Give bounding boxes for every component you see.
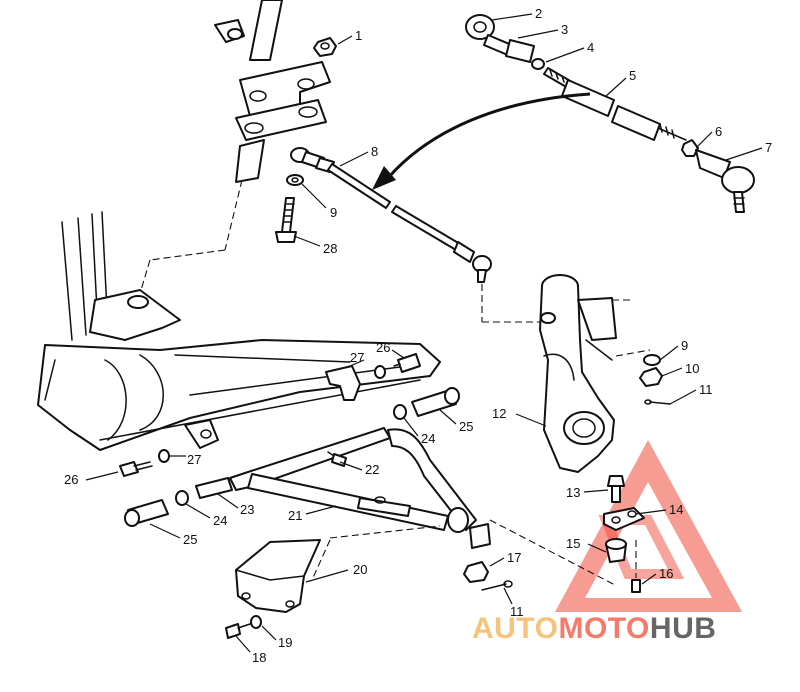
callout-27-lower: 27: [187, 452, 201, 467]
callout-6: 6: [715, 124, 722, 139]
watermark-logo: AUTOMOTOHUB: [472, 612, 716, 646]
part-24-bushing-left: [175, 490, 189, 506]
part-26-bolt-upper: [393, 353, 421, 373]
part-14-plate: [603, 507, 645, 531]
callout-28: 28: [323, 241, 337, 256]
part-25-bushing-left: [124, 499, 169, 527]
callout-leaders: [85, 13, 763, 653]
callout-4: 4: [587, 40, 594, 55]
callout-25-left: 25: [183, 532, 197, 547]
drag-link: [290, 147, 545, 323]
callout-17: 17: [507, 550, 521, 565]
callout-2: 2: [535, 6, 542, 21]
part-9-washer: [286, 174, 304, 186]
spindle: [539, 274, 651, 473]
callout-labels: 1 2 3 4 5 6 7 8 9 28 9 10 11 12 27 26 24…: [64, 6, 772, 665]
callout-21: 21: [288, 508, 302, 523]
callout-8: 8: [371, 144, 378, 159]
part-26-bolt-lower: [119, 461, 153, 477]
callout-27-upper: 27: [350, 350, 364, 365]
a-arm: [229, 427, 616, 586]
watermark-hub: HUB: [649, 612, 717, 645]
steering-post: [137, 0, 331, 301]
callout-26-lower: 26: [64, 472, 78, 487]
callout-14: 14: [669, 502, 683, 517]
callout-25-right: 25: [459, 419, 473, 434]
callout-24-right: 24: [421, 431, 435, 446]
callout-3: 3: [561, 22, 568, 37]
part-27-bracket-upper: [325, 365, 386, 401]
callout-16: 16: [659, 566, 673, 581]
direction-arrow: [372, 92, 591, 190]
part-28-bolt: [275, 197, 297, 243]
callout-9-right: 9: [681, 338, 688, 353]
part-11-pin-lower: [481, 580, 513, 591]
part-1-nut: [313, 37, 337, 57]
part-10-nut: [639, 367, 663, 387]
part-23-pivot-tube: [195, 477, 233, 499]
callout-22: 22: [365, 462, 379, 477]
part-27-washer-lower: [158, 449, 170, 463]
callout-7: 7: [765, 140, 772, 155]
callout-11-right: 11: [699, 382, 713, 397]
part-24-bushing-right: [393, 404, 407, 420]
part-25-bushing-right: [411, 387, 460, 417]
callout-1: 1: [355, 28, 362, 43]
part-18-bolt: [225, 623, 251, 639]
frame: [37, 211, 441, 451]
callout-15: 15: [566, 536, 580, 551]
part-13-bolt: [607, 475, 625, 503]
callout-11-lower: 11: [510, 604, 524, 619]
callout-24-left: 24: [213, 513, 227, 528]
callout-9-upper: 9: [330, 205, 337, 220]
part-19-washer: [250, 615, 262, 629]
callout-12: 12: [492, 406, 506, 421]
callout-20: 20: [353, 562, 367, 577]
callout-13: 13: [566, 485, 580, 500]
callout-10: 10: [685, 361, 699, 376]
part-20-guard: [235, 539, 331, 613]
part-16-bolt: [631, 540, 641, 593]
part-11-pin: [644, 399, 671, 405]
callout-18: 18: [252, 650, 266, 665]
callout-19: 19: [278, 635, 292, 650]
callout-23: 23: [240, 502, 254, 517]
tie-rod-assembly: [465, 14, 755, 213]
watermark-moto: MOTO: [558, 612, 650, 645]
part-17-nut: [463, 523, 491, 583]
part-15-ball-joint: [605, 538, 627, 563]
callout-26-upper: 26: [376, 340, 390, 355]
callout-5: 5: [629, 68, 636, 83]
watermark-auto: AUTO: [472, 612, 559, 645]
part-9-washer-right: [643, 354, 661, 366]
